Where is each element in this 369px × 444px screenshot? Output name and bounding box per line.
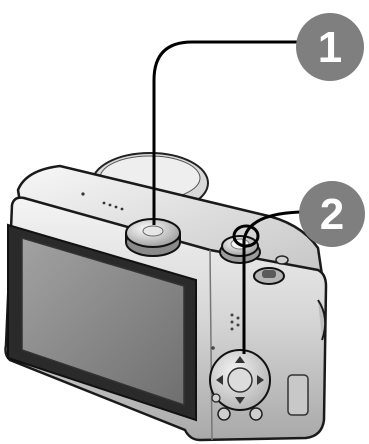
shutter-button[interactable] [220,236,260,263]
callout-1: 1 [296,13,364,81]
callout-2-label: 2 [320,190,344,239]
callout-2: 2 [299,181,365,247]
zoom-lever[interactable] [254,268,284,284]
callout-1-label: 1 [318,23,342,72]
power-button[interactable] [276,256,288,264]
